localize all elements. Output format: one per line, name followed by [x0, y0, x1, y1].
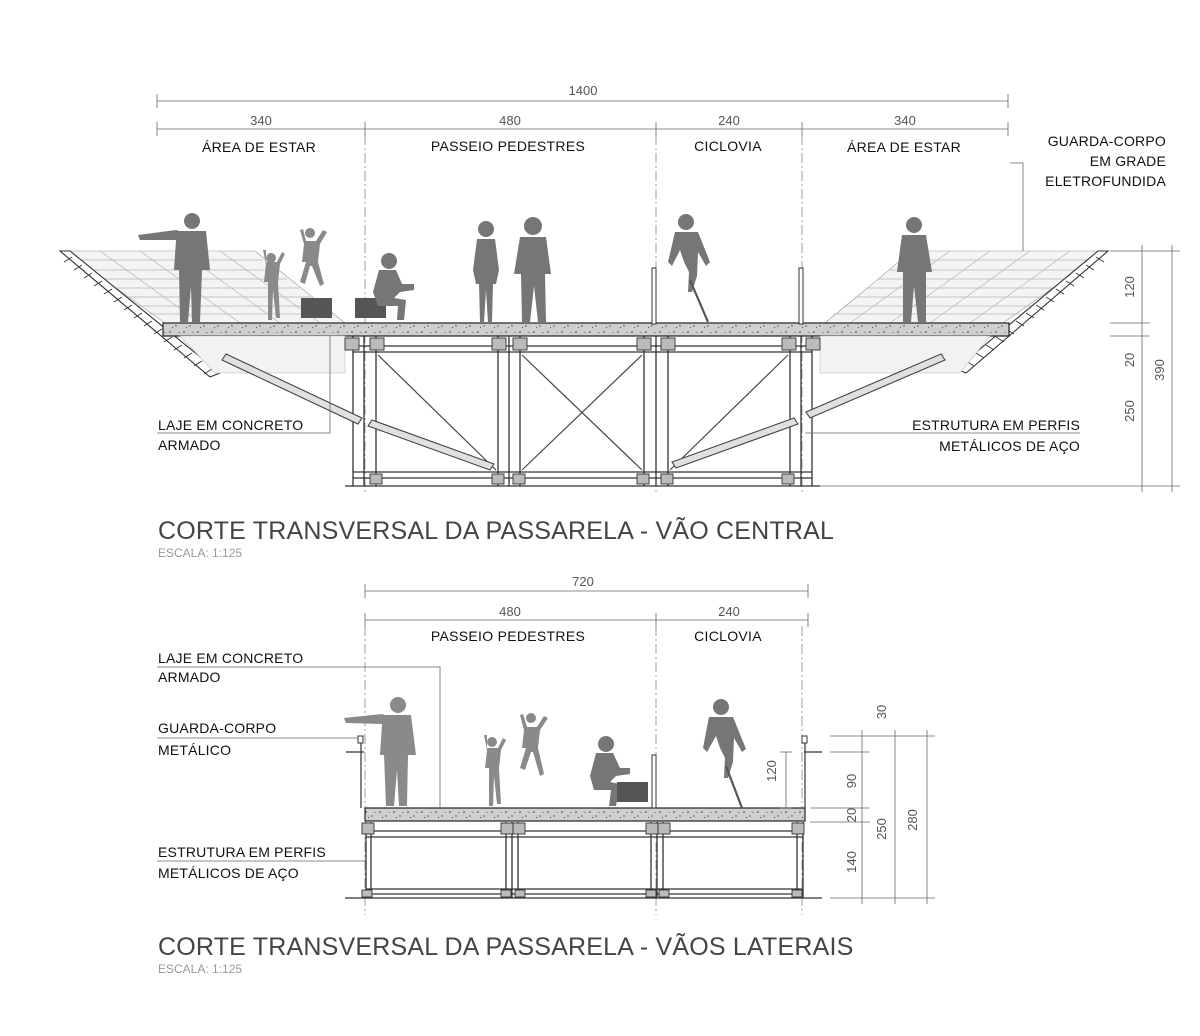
- steel-frame-lateral: [345, 822, 822, 899]
- railing-note-line1: GUARDA-CORPO: [1048, 133, 1166, 149]
- overall-dimension-lateral: 720: [364, 574, 809, 598]
- structure-note-lateral-line1: ESTRUTURA EM PERFIS: [158, 844, 326, 860]
- man-standing-silhouette: [514, 217, 551, 322]
- vdim-120: 120: [764, 760, 779, 782]
- slab-note-lateral-line2: ARMADO: [158, 669, 221, 685]
- slab-note-line2: ARMADO: [158, 437, 221, 453]
- vdim-20: 20: [1122, 353, 1137, 367]
- zone-width-3: 240: [718, 113, 740, 128]
- railing-note-lateral-line1: GUARDA-CORPO: [158, 720, 276, 736]
- vdim-250: 250: [1122, 400, 1137, 422]
- seated-person-silhouette: [590, 736, 630, 806]
- section-title-central: CORTE TRANSVERSAL DA PASSARELA - VÃO CEN…: [158, 516, 834, 545]
- leader-lines-central: [157, 162, 1080, 434]
- zone-width-2: 480: [499, 113, 521, 128]
- vdim-20: 20: [844, 808, 859, 822]
- axis-lines-lateral: [364, 626, 803, 915]
- bench-box: [617, 782, 648, 802]
- people-silhouettes-lateral: [344, 697, 746, 809]
- vertical-dimensions-lateral: 30 90 120 20 250 280 140: [764, 705, 935, 904]
- total-width-label: 1400: [569, 83, 598, 98]
- section-central: 1400 340 480 240 340 ÁREA DE ESTAR PASSE…: [58, 83, 1180, 560]
- vdim-250: 250: [874, 818, 889, 840]
- vertical-dimensions-central: 120 20 250 390: [820, 245, 1180, 492]
- cantilever-underside: [179, 335, 991, 374]
- vdim-140: 140: [844, 851, 859, 873]
- structure-note-line1: ESTRUTURA EM PERFIS: [912, 417, 1080, 433]
- zone-width-1: 340: [250, 113, 272, 128]
- section-scale-lateral: ESCALA: 1:125: [158, 962, 242, 976]
- concrete-slab-lateral: [364, 807, 806, 822]
- metal-railings-lateral: [346, 735, 822, 809]
- section-title-lateral: CORTE TRANSVERSAL DA PASSARELA - VÃOS LA…: [158, 932, 854, 961]
- structure-note-line2: METÁLICOS DE AÇO: [939, 438, 1080, 454]
- people-silhouettes-central: [138, 213, 932, 323]
- railing-note-lateral-line2: METÁLICO: [158, 742, 231, 758]
- overall-dimension: 1400: [156, 83, 1009, 108]
- concrete-slab-central: [162, 322, 1010, 337]
- cyclist-silhouette: [668, 214, 710, 323]
- leader-lines-lateral: [157, 666, 441, 862]
- child-jumping-silhouette: [300, 228, 327, 286]
- slab-note-line1: LAJE EM CONCRETO: [158, 417, 303, 433]
- child-silhouette: [484, 735, 506, 806]
- child-silhouette: [263, 250, 285, 320]
- railing-note-line3: ELETROFUNDIDA: [1045, 173, 1166, 189]
- zone-width-lateral-1: 480: [499, 604, 521, 619]
- vdim-390: 390: [1152, 359, 1167, 381]
- vdim-120: 120: [1122, 276, 1137, 298]
- vdim-30: 30: [874, 705, 889, 719]
- zone-label-bike-lane: CICLOVIA: [694, 138, 762, 154]
- zone-label-pedestrian-lateral: PASSEIO PEDESTRES: [431, 628, 585, 644]
- structure-note-lateral-line2: METÁLICOS DE AÇO: [158, 865, 299, 881]
- zone-label-pedestrian: PASSEIO PEDESTRES: [431, 138, 585, 154]
- railing-note-line2: EM GRADE: [1090, 153, 1166, 169]
- section-scale-central: ESCALA: 1:125: [158, 546, 242, 560]
- cyclist-silhouette: [703, 699, 746, 809]
- total-width-label-lateral: 720: [572, 574, 594, 589]
- steel-frame-central: [221, 267, 946, 487]
- zone-label-seating-right: ÁREA DE ESTAR: [847, 139, 961, 155]
- zone-label-bike-lane-lateral: CICLOVIA: [694, 628, 762, 644]
- person-standing-right-silhouette: [897, 217, 932, 322]
- person-pointing-silhouette: [138, 213, 210, 322]
- bench-box: [301, 298, 332, 318]
- child-jumping-silhouette: [520, 713, 548, 776]
- seated-person-silhouette: [373, 253, 414, 320]
- section-lateral: 720 480 240 PASSEIO PEDESTRES CICLOVIA: [157, 574, 935, 976]
- zone-width-4: 340: [894, 113, 916, 128]
- slab-note-lateral-line1: LAJE EM CONCRETO: [158, 650, 303, 666]
- zone-dimensions: 340 480 240 340 ÁREA DE ESTAR PASSEIO PE…: [156, 113, 1009, 155]
- zone-width-lateral-2: 240: [718, 604, 740, 619]
- vdim-90: 90: [844, 774, 859, 788]
- zone-dimensions-lateral: 480 240 PASSEIO PEDESTRES CICLOVIA: [364, 604, 809, 644]
- woman-silhouette: [473, 221, 499, 322]
- zone-label-seating-left: ÁREA DE ESTAR: [202, 139, 316, 155]
- person-pointing-silhouette: [344, 697, 416, 806]
- inclined-struts: [221, 353, 946, 471]
- vdim-280: 280: [905, 809, 920, 831]
